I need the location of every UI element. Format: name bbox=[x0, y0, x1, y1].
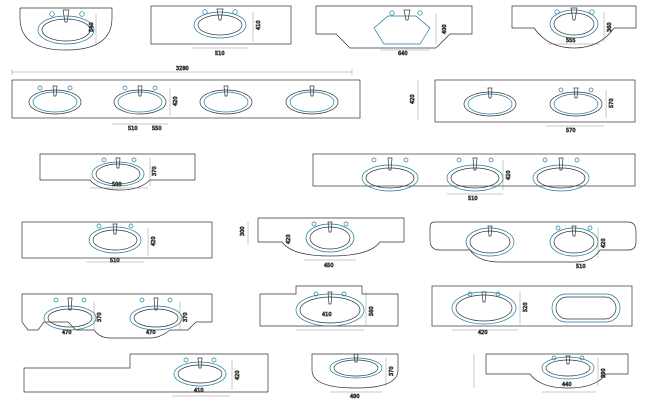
vanity-unit-1: 540 bbox=[19, 7, 113, 51]
vanity-unit-5: 3280 510 420 550 bbox=[11, 66, 361, 132]
dim-label: 360 bbox=[607, 22, 613, 32]
dim-label: 410 bbox=[322, 312, 332, 318]
dim-label: 540 bbox=[89, 22, 95, 32]
vanity-unit-10: 300 450 420 bbox=[240, 217, 405, 269]
dim-label: 510 bbox=[215, 51, 225, 57]
dim-label: 400 bbox=[442, 24, 448, 34]
vanity-unit-8: 510 420 bbox=[312, 153, 636, 202]
dim-label: 640 bbox=[398, 51, 408, 57]
dim-label: 420 bbox=[601, 238, 607, 248]
dim-label: 390 bbox=[601, 368, 607, 378]
vanity-unit-11: 510 420 bbox=[429, 221, 637, 270]
dim-label: 420 bbox=[286, 234, 292, 244]
dim-label: 570 bbox=[609, 98, 615, 108]
dim-label: 370 bbox=[97, 312, 103, 322]
vanity-unit-16: 490 370 bbox=[311, 353, 399, 400]
vanity-unit-6: 420 570 570 bbox=[410, 79, 636, 134]
vanity-unit-3: 640 400 bbox=[315, 5, 473, 57]
dim-label: 510 bbox=[110, 258, 120, 264]
dim-label: 410 bbox=[256, 20, 262, 30]
vanity-unit-14: 420 520 bbox=[431, 285, 633, 336]
vanity-unit-12: 470 370 470 370 bbox=[21, 293, 213, 339]
dim-label: 550 bbox=[152, 126, 162, 132]
dim-label: 370 bbox=[152, 166, 158, 176]
vanity-unit-15: 410 420 bbox=[23, 353, 269, 397]
dim-label: 3280 bbox=[176, 66, 189, 72]
dim-label: 420 bbox=[151, 236, 157, 246]
dim-label: 510 bbox=[468, 196, 478, 202]
dim-label: 410 bbox=[194, 388, 204, 394]
vanity-unit-7: 500 370 bbox=[39, 153, 196, 191]
dim-label: 510 bbox=[128, 126, 138, 132]
dim-label: 370 bbox=[183, 312, 189, 322]
vanity-unit-4: 555 360 bbox=[511, 5, 637, 49]
vanity-unit-17: 440 390 bbox=[473, 353, 629, 393]
dim-label: 560 bbox=[369, 306, 375, 316]
vanity-unit-13: 410 560 bbox=[259, 285, 399, 331]
vanity-unit-2: 510 410 bbox=[150, 5, 292, 57]
dim-label: 470 bbox=[146, 330, 156, 336]
dim-label: 440 bbox=[562, 382, 572, 388]
dim-label: 420 bbox=[235, 370, 241, 380]
dim-label: 420 bbox=[410, 94, 416, 104]
dim-label: 370 bbox=[389, 366, 395, 376]
dim-label: 520 bbox=[523, 302, 529, 312]
dim-label: 420 bbox=[173, 96, 179, 106]
dim-label: 510 bbox=[576, 264, 586, 270]
dim-label: 420 bbox=[506, 170, 512, 180]
dim-label: 300 bbox=[240, 226, 246, 236]
dim-label: 570 bbox=[566, 128, 576, 134]
dim-label: 470 bbox=[62, 330, 72, 336]
dim-label: 500 bbox=[112, 182, 122, 188]
vanity-unit-9: 510 420 bbox=[21, 221, 213, 264]
dim-label: 555 bbox=[566, 38, 576, 44]
dim-label: 450 bbox=[324, 263, 334, 269]
dim-label: 490 bbox=[350, 394, 360, 400]
dim-label: 420 bbox=[478, 330, 488, 336]
